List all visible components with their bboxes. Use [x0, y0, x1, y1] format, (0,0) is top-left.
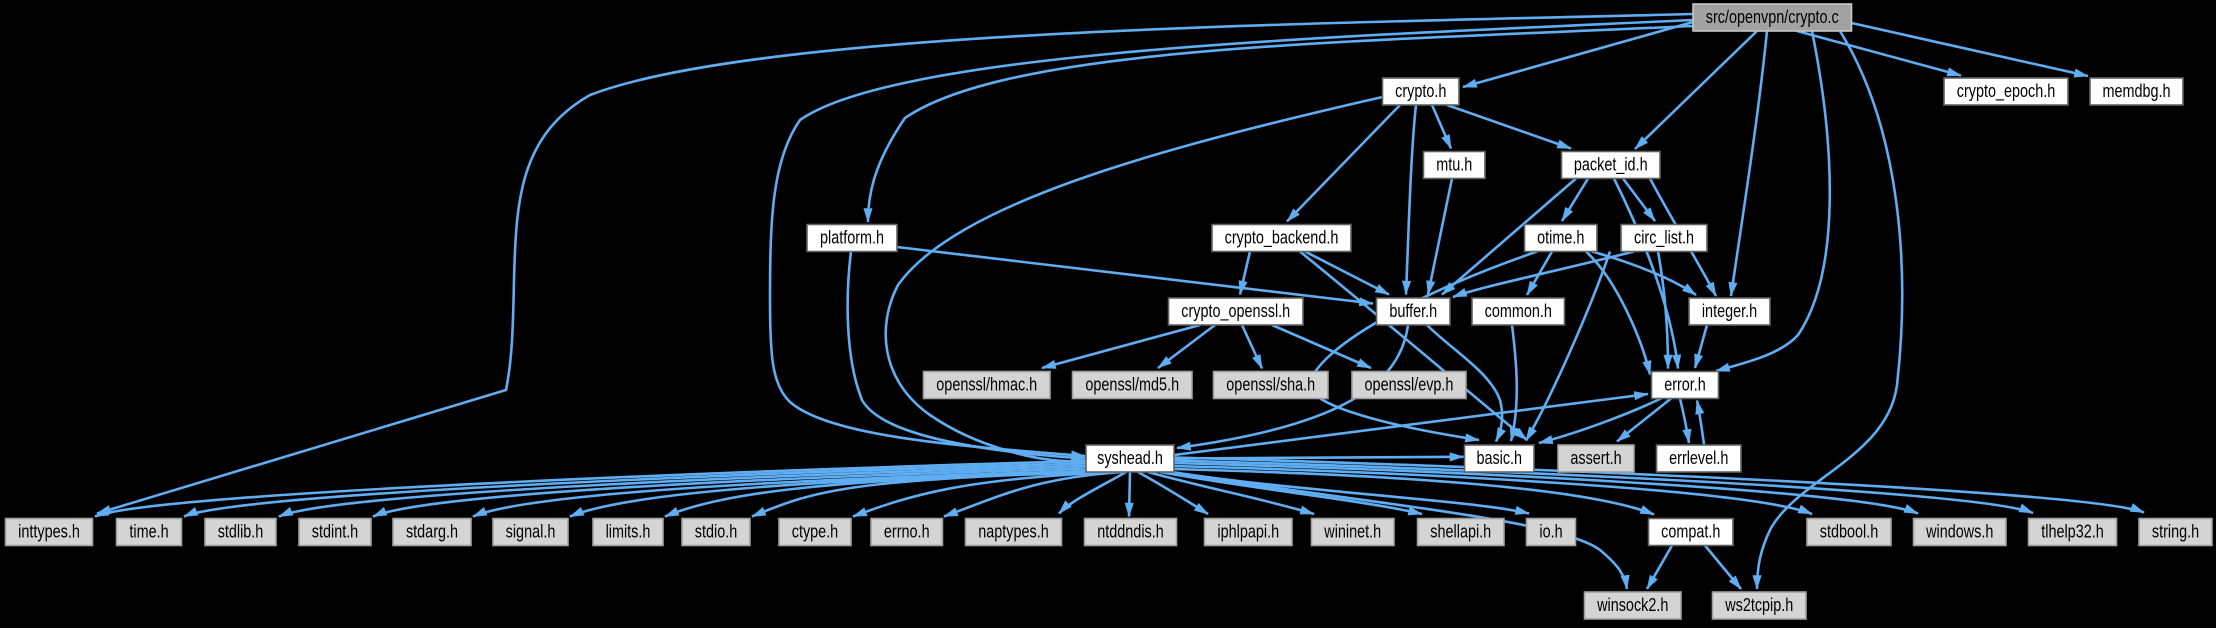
svg-text:assert.h: assert.h: [1570, 447, 1621, 468]
svg-text:wininet.h: wininet.h: [1324, 521, 1382, 542]
svg-text:io.h: io.h: [1539, 521, 1562, 542]
svg-text:openssl/evp.h: openssl/evp.h: [1365, 374, 1454, 395]
svg-text:iphlpapi.h: iphlpapi.h: [1217, 521, 1279, 542]
svg-text:basic.h: basic.h: [1476, 447, 1522, 468]
svg-text:crypto.h: crypto.h: [1395, 80, 1446, 101]
svg-text:integer.h: integer.h: [1702, 300, 1757, 321]
svg-text:crypto_backend.h: crypto_backend.h: [1225, 227, 1339, 249]
svg-text:ctype.h: ctype.h: [792, 521, 838, 542]
svg-text:stdbool.h: stdbool.h: [1820, 521, 1879, 542]
svg-text:platform.h: platform.h: [820, 227, 884, 248]
svg-text:tlhelp32.h: tlhelp32.h: [2041, 521, 2104, 542]
svg-text:memdbg.h: memdbg.h: [2102, 80, 2170, 101]
svg-text:circ_list.h: circ_list.h: [1634, 227, 1694, 249]
svg-text:buffer.h: buffer.h: [1389, 300, 1437, 321]
svg-text:winsock2.h: winsock2.h: [1596, 594, 1668, 615]
svg-text:syshead.h: syshead.h: [1097, 447, 1163, 468]
svg-text:naptypes.h: naptypes.h: [978, 521, 1049, 542]
svg-text:ws2tcpip.h: ws2tcpip.h: [1724, 594, 1793, 615]
svg-text:common.h: common.h: [1485, 300, 1552, 321]
svg-text:shellapi.h: shellapi.h: [1430, 521, 1491, 542]
svg-text:signal.h: signal.h: [506, 521, 556, 542]
svg-text:stdarg.h: stdarg.h: [406, 521, 458, 542]
svg-text:string.h: string.h: [2152, 521, 2199, 542]
svg-text:openssl/sha.h: openssl/sha.h: [1226, 374, 1315, 395]
svg-text:errno.h: errno.h: [884, 521, 930, 542]
svg-text:errlevel.h: errlevel.h: [1669, 447, 1728, 468]
svg-text:mtu.h: mtu.h: [1436, 154, 1472, 175]
svg-text:stdint.h: stdint.h: [312, 521, 358, 542]
svg-text:packet_id.h: packet_id.h: [1574, 154, 1648, 176]
svg-text:crypto_epoch.h: crypto_epoch.h: [1957, 80, 2056, 102]
svg-text:otime.h: otime.h: [1537, 227, 1584, 248]
svg-text:openssl/md5.h: openssl/md5.h: [1085, 374, 1179, 395]
svg-text:stdio.h: stdio.h: [695, 521, 737, 542]
svg-text:compat.h: compat.h: [1661, 521, 1720, 542]
svg-text:error.h: error.h: [1664, 374, 1706, 395]
svg-text:ntddndis.h: ntddndis.h: [1097, 521, 1164, 542]
svg-text:stdlib.h: stdlib.h: [218, 521, 264, 542]
svg-text:openssl/hmac.h: openssl/hmac.h: [936, 374, 1037, 395]
svg-text:windows.h: windows.h: [1925, 521, 1993, 542]
svg-text:inttypes.h: inttypes.h: [18, 521, 80, 542]
svg-text:limits.h: limits.h: [606, 521, 651, 542]
svg-text:crypto_openssl.h: crypto_openssl.h: [1181, 300, 1290, 322]
svg-text:src/openvpn/crypto.c: src/openvpn/crypto.c: [1706, 6, 1839, 27]
svg-text:time.h: time.h: [129, 521, 168, 542]
